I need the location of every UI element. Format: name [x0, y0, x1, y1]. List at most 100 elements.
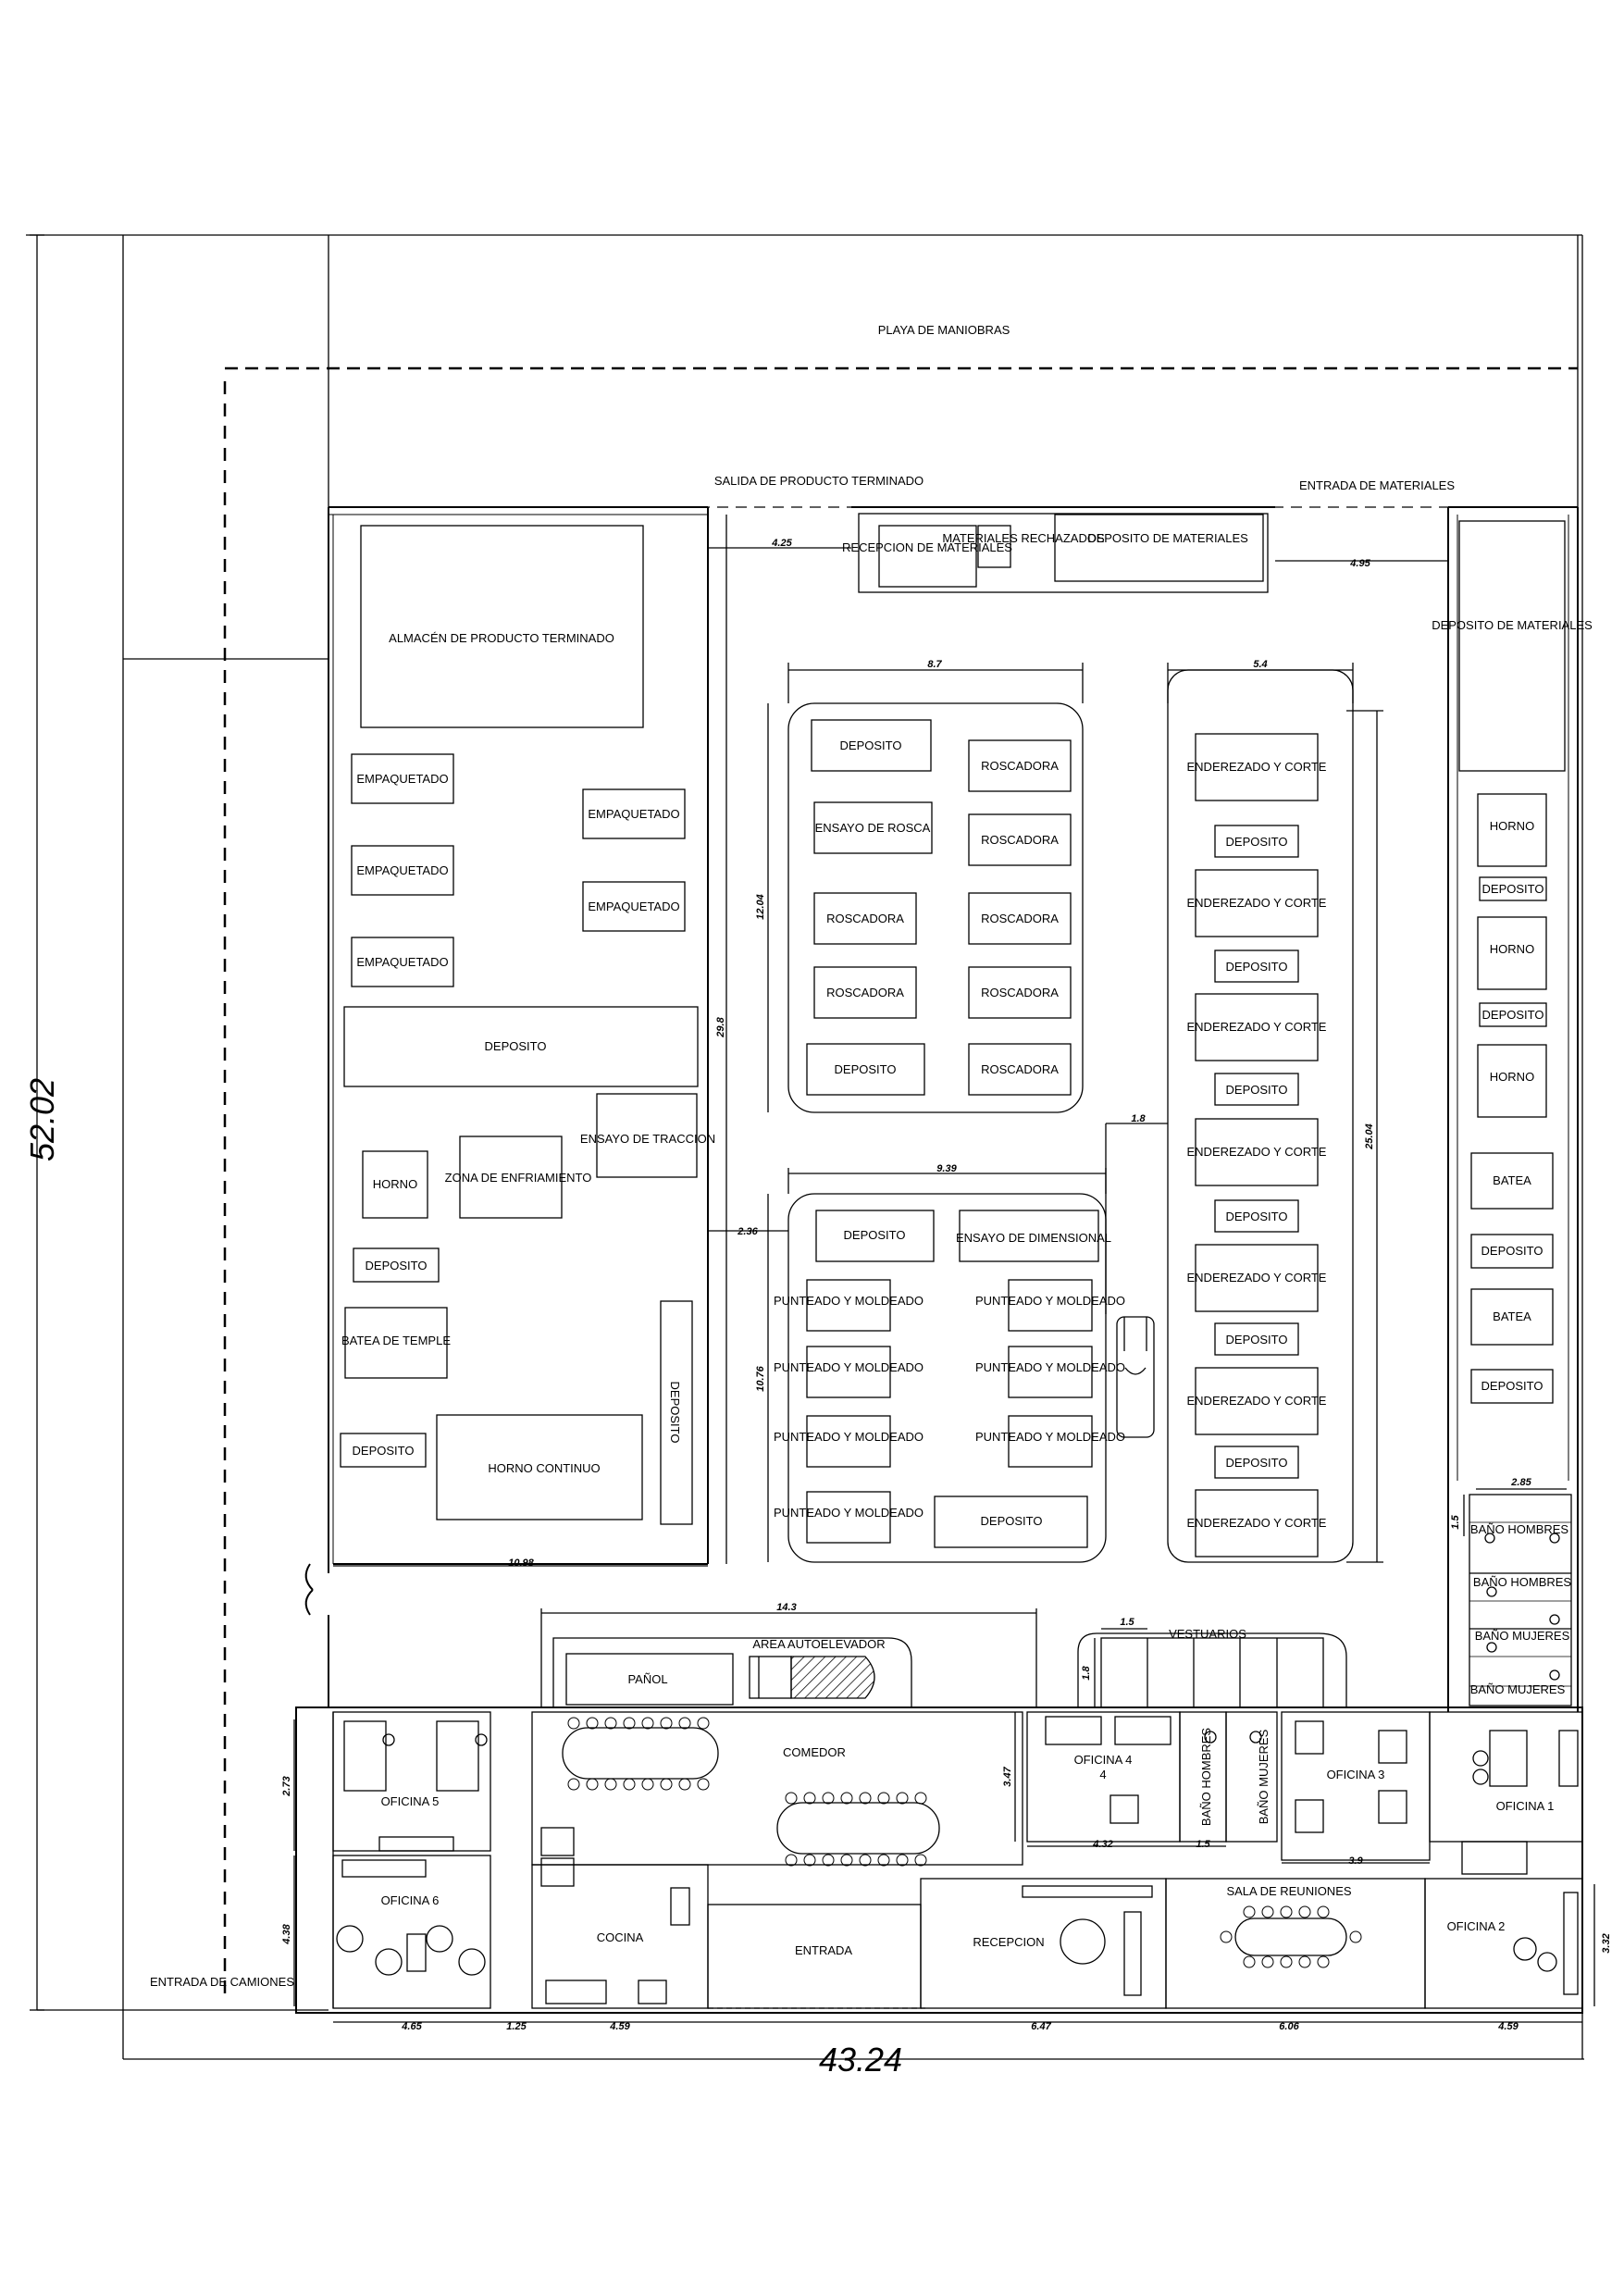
enderezado-3: ENDEREZADO Y CORTE [1187, 1020, 1327, 1034]
deposito-punt-2: DEPOSITO [981, 1514, 1043, 1528]
recepcion-label: RECEPCION [973, 1935, 1044, 1949]
oficina-1-label: OFICINA 1 [1496, 1799, 1555, 1813]
roscadora-4: ROSCADORA [981, 912, 1059, 925]
dim-285: 2.85 [1510, 1477, 1531, 1488]
horno-right-2: HORNO [1490, 942, 1534, 956]
entrada-camiones-label: ENTRADA DE CAMIONES [150, 1975, 294, 1989]
bano-hombres-1: BAÑO HOMBRES [1470, 1522, 1569, 1536]
entrada-materiales-label: ENTRADA DE MATERIALES [1299, 478, 1455, 492]
punteado-5: PUNTEADO Y MOLDEADO [774, 1430, 924, 1444]
dim-939: 9.39 [936, 1163, 957, 1174]
deposito-punt-1: DEPOSITO [844, 1228, 906, 1242]
zona-enfriamiento-label: ZONA DE ENFRIAMIENTO [445, 1171, 592, 1185]
enderezado-1: ENDEREZADO Y CORTE [1187, 760, 1327, 774]
deposito-end-2: DEPOSITO [1226, 960, 1288, 974]
punteado-zone: 9.39 2.36 10.76 DEPOSITO ENSAYO DE DIMEN… [708, 1163, 1155, 1563]
deposito-right-1: DEPOSITO [1482, 882, 1544, 896]
deposito-end-4: DEPOSITO [1226, 1210, 1288, 1223]
dim-236: 2.36 [737, 1226, 758, 1237]
punteado-2: PUNTEADO Y MOLDEADO [975, 1294, 1125, 1308]
bano-mujeres-office: BAÑO MUJERES [1257, 1729, 1271, 1824]
batea-right-1: BATEA [1493, 1173, 1531, 1187]
deposito-right-2: DEPOSITO [1482, 1008, 1544, 1022]
almacen-label: ALMACÉN DE PRODUCTO TERMINADO [389, 631, 614, 645]
dim-15-office: 1.5 [1196, 1839, 1210, 1850]
batea-right-2: BATEA [1493, 1309, 1531, 1323]
punteado-4: PUNTEADO Y MOLDEADO [975, 1360, 1125, 1374]
roscadora-6: ROSCADORA [981, 986, 1059, 999]
deposito-rosc-1: DEPOSITO [840, 738, 902, 752]
right-strip: DEPOSITO DE MATERIALES HORNO DEPOSITO HO… [1432, 520, 1593, 1706]
sala-reuniones-label: SALA DE REUNIONES [1226, 1884, 1351, 1898]
overall-height-label: 52.02 [23, 1078, 61, 1161]
dim-125: 1.25 [506, 2021, 527, 2032]
deposito-left-small-1: DEPOSITO [366, 1259, 428, 1272]
dim-1076: 10.76 [755, 1365, 766, 1391]
comedor-label: COMEDOR [783, 1745, 846, 1759]
oficina-2-label: OFICINA 2 [1447, 1919, 1506, 1933]
punteado-3: PUNTEADO Y MOLDEADO [774, 1360, 924, 1374]
overall-width-label: 43.24 [819, 2041, 902, 2079]
dim-273: 2.73 [281, 1776, 292, 1796]
dim-143: 14.3 [776, 1602, 796, 1613]
dim-647: 6.47 [1031, 2021, 1051, 2032]
playa-label: PLAYA DE MANIOBRAS [878, 323, 1010, 337]
oficina-6-label: OFICINA 6 [381, 1893, 440, 1907]
horno-right-3: HORNO [1490, 1070, 1534, 1084]
dim-438: 4.38 [281, 1923, 292, 1944]
empaquetado-5: EMPAQUETADO [588, 900, 679, 913]
oficina-3-label: OFICINA 3 [1327, 1768, 1385, 1781]
deposito-end-3: DEPOSITO [1226, 1083, 1288, 1097]
vestuarios-label: VESTUARIOS [1169, 1627, 1246, 1641]
dim-15-vest: 1.5 [1120, 1617, 1134, 1628]
dim-87: 8.7 [927, 659, 942, 670]
roscadora-7: ROSCADORA [981, 1062, 1059, 1076]
oficina-4-label: OFICINA 4 [1074, 1753, 1133, 1767]
dim-459-right: 4.59 [1497, 2021, 1519, 2032]
bano-mujeres-2: BAÑO MUJERES [1470, 1682, 1566, 1696]
office-block: OFICINA 5 OFICINA 6 2.73 4.38 COMEDOR CO… [281, 1706, 1612, 2032]
punteado-7: PUNTEADO Y MOLDEADO [774, 1506, 924, 1520]
deposito-right-4: DEPOSITO [1481, 1379, 1543, 1393]
dim-347: 3.47 [1002, 1766, 1013, 1786]
dim-332: 3.32 [1601, 1933, 1612, 1953]
dim-459-left: 4.59 [609, 2021, 630, 2032]
roscadora-5: ROSCADORA [826, 986, 904, 999]
enderezado-2: ENDEREZADO Y CORTE [1187, 896, 1327, 910]
roscadora-3: ROSCADORA [826, 912, 904, 925]
roscado-zone: 8.7 12.04 DEPOSITO ROSCADORA ENSAYO DE R… [755, 659, 1084, 1113]
dim-18: 1.8 [1131, 1113, 1146, 1124]
ensayo-rosca-label: ENSAYO DE ROSCA [815, 821, 931, 835]
dim-432: 4.32 [1092, 1839, 1112, 1850]
empaquetado-2: EMPAQUETADO [356, 863, 448, 877]
deposito-left-small-2: DEPOSITO [353, 1444, 415, 1458]
salida-label: SALIDA DE PRODUCTO TERMINADO [714, 474, 924, 488]
deposito-rosc-2: DEPOSITO [835, 1062, 897, 1076]
factory-walls [304, 506, 1579, 1712]
bano-hombres-2: BAÑO HOMBRES [1473, 1575, 1572, 1589]
dim-1204: 12.04 [755, 894, 766, 920]
dim-54: 5.4 [1253, 659, 1267, 670]
dim-425: 4.25 [771, 538, 792, 549]
materials-reception: RECEPCION DE MATERIALES MATERIALES RECHA… [708, 506, 1448, 593]
empaquetado-3: EMPAQUETADO [356, 955, 448, 969]
dim-606: 6.06 [1279, 2021, 1299, 2032]
service-zone: 14.3 PAÑOL AREA AUTOELEVADOR VESTUARIOS … [540, 1602, 1347, 1708]
ensayo-traccion-label: ENSAYO DE TRACCION [580, 1132, 715, 1146]
batea-temple-label: BATEA DE TEMPLE [341, 1334, 451, 1347]
deposito-end-5: DEPOSITO [1226, 1333, 1288, 1347]
punteado-1: PUNTEADO Y MOLDEADO [774, 1294, 924, 1308]
enderezado-zone: 5.4 1.8 25.04 ENDEREZADO Y CORTE DEPOSIT… [1105, 659, 1383, 1563]
deposito-vertical-label: DEPOSITO [668, 1382, 682, 1444]
panol-label: PAÑOL [627, 1672, 667, 1686]
empaquetado-4: EMPAQUETADO [588, 807, 679, 821]
dim-465: 4.65 [401, 2021, 422, 2032]
ensayo-dimensional-label: ENSAYO DE DIMENSIONAL [956, 1231, 1111, 1245]
roscadora-1: ROSCADORA [981, 759, 1059, 773]
dim-39: 3.9 [1348, 1855, 1363, 1867]
cocina-label: COCINA [597, 1930, 644, 1944]
deposito-right-3: DEPOSITO [1481, 1244, 1543, 1258]
dim-15-bath: 1.5 [1450, 1514, 1461, 1529]
oficina-4-number: 4 [1099, 1768, 1106, 1781]
